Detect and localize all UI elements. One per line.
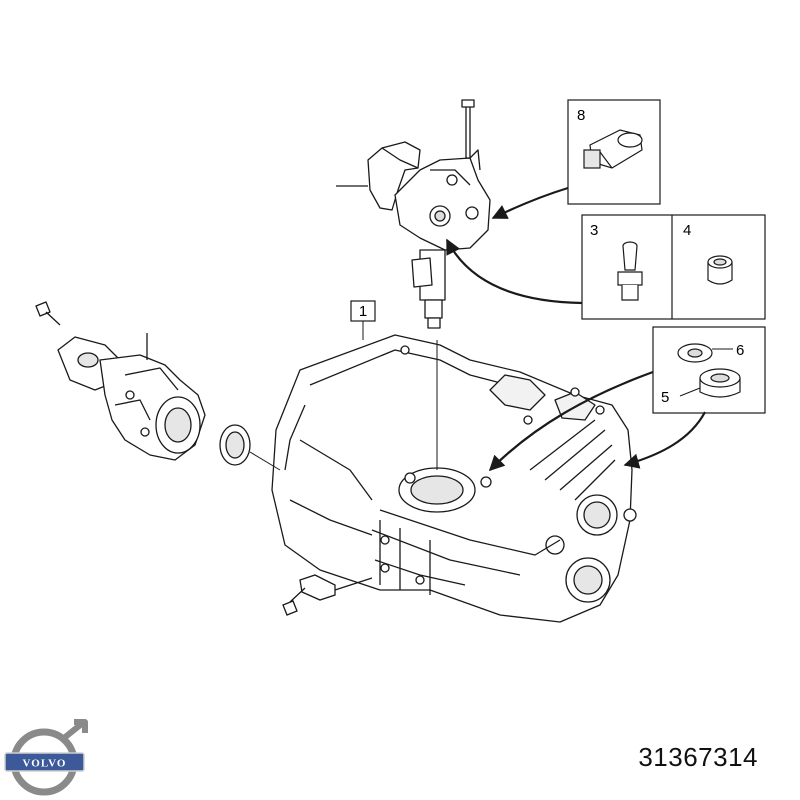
gearbox-housing xyxy=(271,334,637,623)
volvo-iron-mark-icon: VOLVO xyxy=(4,719,88,796)
grommet-part xyxy=(699,368,741,398)
volvo-logo-text: VOLVO xyxy=(23,758,67,770)
callout-3-4-panel: 3 4 xyxy=(581,214,766,320)
callout-4-label: 4 xyxy=(683,222,691,239)
callout-1: 1 xyxy=(350,300,376,340)
leader-arrows xyxy=(446,186,706,472)
plunger-part xyxy=(617,241,643,301)
speed-sensor xyxy=(282,574,373,616)
callout-6-label: 6 xyxy=(736,342,744,359)
part-number: 31367314 xyxy=(638,742,758,772)
callout-5-label: 5 xyxy=(661,389,669,406)
callout-3-label: 3 xyxy=(590,222,598,239)
gear-selector-assembly xyxy=(336,99,491,329)
clutch-release-bearing xyxy=(35,301,206,461)
washer-part xyxy=(677,343,713,363)
callout-5-6-panel: 6 5 xyxy=(652,326,766,414)
bushing-part xyxy=(707,255,733,285)
shaft-seal xyxy=(219,424,251,466)
callout-1-label: 1 xyxy=(359,303,367,320)
callout-8-label: 8 xyxy=(577,107,585,124)
pressure-switch-part xyxy=(583,129,643,169)
callout-8-panel: 8 xyxy=(567,99,661,205)
